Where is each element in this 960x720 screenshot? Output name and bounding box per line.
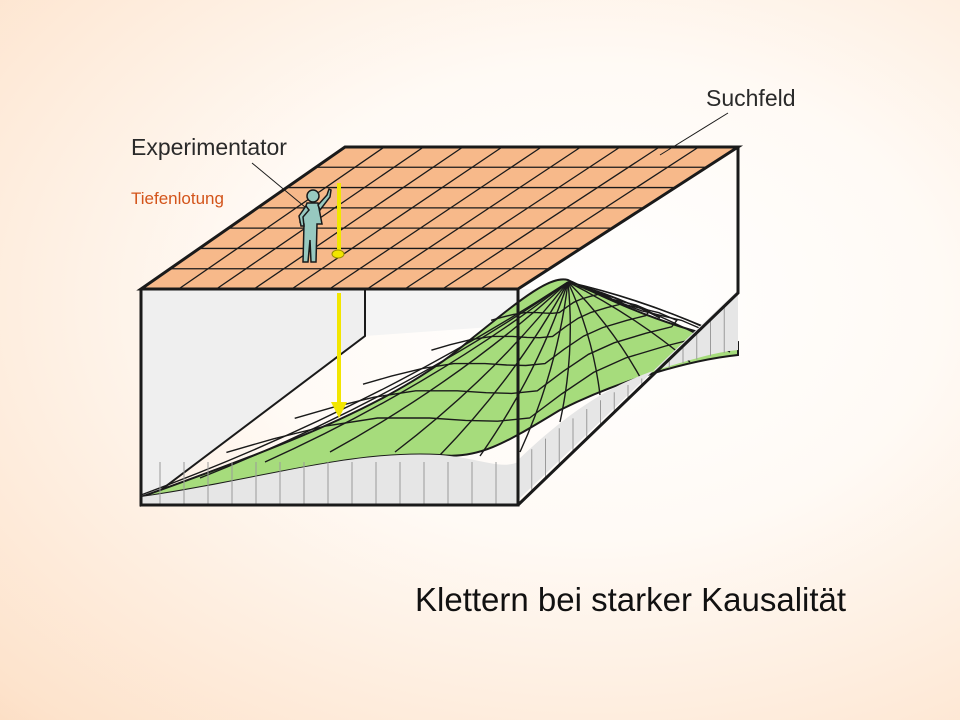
landscape-front-stripes (159, 462, 497, 505)
label-tiefenlotung: Tiefenlotung (131, 189, 224, 208)
grid-line (291, 146, 503, 290)
suchfeld-leader-line (659, 112, 729, 156)
sounding-arrow-icon (331, 183, 347, 418)
grid-line (178, 146, 385, 290)
caption: Klettern bei starker Kausalität (415, 581, 847, 618)
grid-line (479, 146, 700, 290)
landscape-grid-line (140, 281, 569, 496)
landscape-grid-line (567, 281, 711, 331)
landscape-grid-line (479, 281, 569, 457)
grid-line (404, 146, 621, 290)
landscape-side-stripes (531, 306, 725, 492)
grid-line (329, 146, 542, 290)
person-figure-icon (298, 187, 332, 263)
label-experimentator: Experimentator (131, 134, 287, 160)
grid-line (442, 146, 660, 290)
landscape-grid-line (439, 281, 569, 456)
search-field-top (136, 145, 744, 291)
box-outline (139, 147, 740, 507)
landscape-contour (431, 288, 624, 351)
grid-line (366, 146, 582, 290)
landscape-grid-line (567, 281, 601, 396)
experimentator-leader-line (251, 162, 306, 208)
landscape-grid-line (264, 281, 569, 463)
landscape-grid-line (519, 281, 569, 453)
grid-line (253, 146, 464, 290)
landscape-grid-line (559, 281, 572, 423)
landscape-contour (226, 298, 706, 454)
landscape-grid-line (567, 281, 641, 378)
landscape-contour (490, 285, 600, 321)
landscape-grid-line (329, 281, 569, 453)
label-suchfeld: Suchfeld (706, 85, 796, 111)
landscape-grid-line (394, 281, 569, 453)
